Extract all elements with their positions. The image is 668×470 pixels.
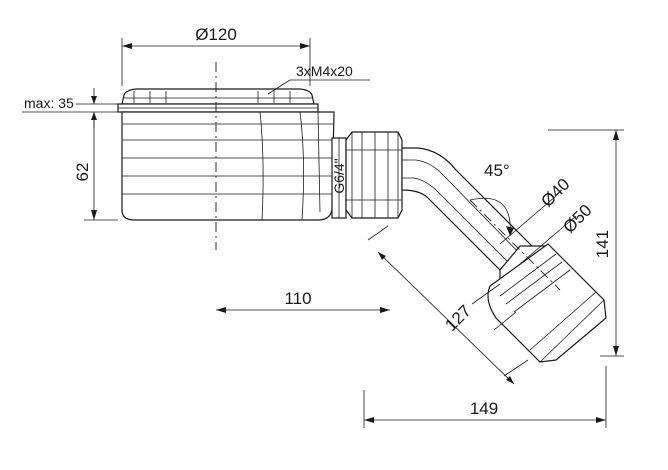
dim-body-height: 62 (73, 120, 118, 221)
dim-thread: G6/4" (331, 158, 347, 193)
coupling-nut (345, 131, 403, 219)
angle-label: 45° (484, 161, 510, 180)
max-height-label: max: 35 (24, 95, 74, 111)
horizontal-offset-label: 110 (284, 289, 311, 308)
length-total-label: 149 (470, 399, 498, 418)
dim-max-height: max: 35 (22, 88, 118, 128)
outlet-sleeve (487, 243, 607, 363)
diagonal-length-label: 127 (441, 301, 474, 334)
body-height-label: 62 (73, 163, 92, 182)
dim-top-diameter: Ø120 (121, 25, 311, 86)
dim-angle: 45° (469, 161, 514, 237)
top-diameter-label: Ø120 (195, 25, 237, 44)
dim-height-total: 141 (548, 129, 624, 357)
pipe-inner-label: Ø40 (537, 175, 573, 211)
drain-body (117, 88, 347, 221)
dim-screws: 3xM4x20 (267, 63, 370, 95)
dim-length-total: 149 (363, 366, 607, 428)
dim-horizontal-offset: 110 (216, 289, 390, 313)
screws-label: 3xM4x20 (296, 63, 353, 79)
pipe-outer-label: Ø50 (559, 201, 595, 237)
height-total-label: 141 (593, 230, 612, 258)
thread-label: G6/4" (331, 158, 347, 193)
pipe-axis-line (469, 199, 561, 291)
